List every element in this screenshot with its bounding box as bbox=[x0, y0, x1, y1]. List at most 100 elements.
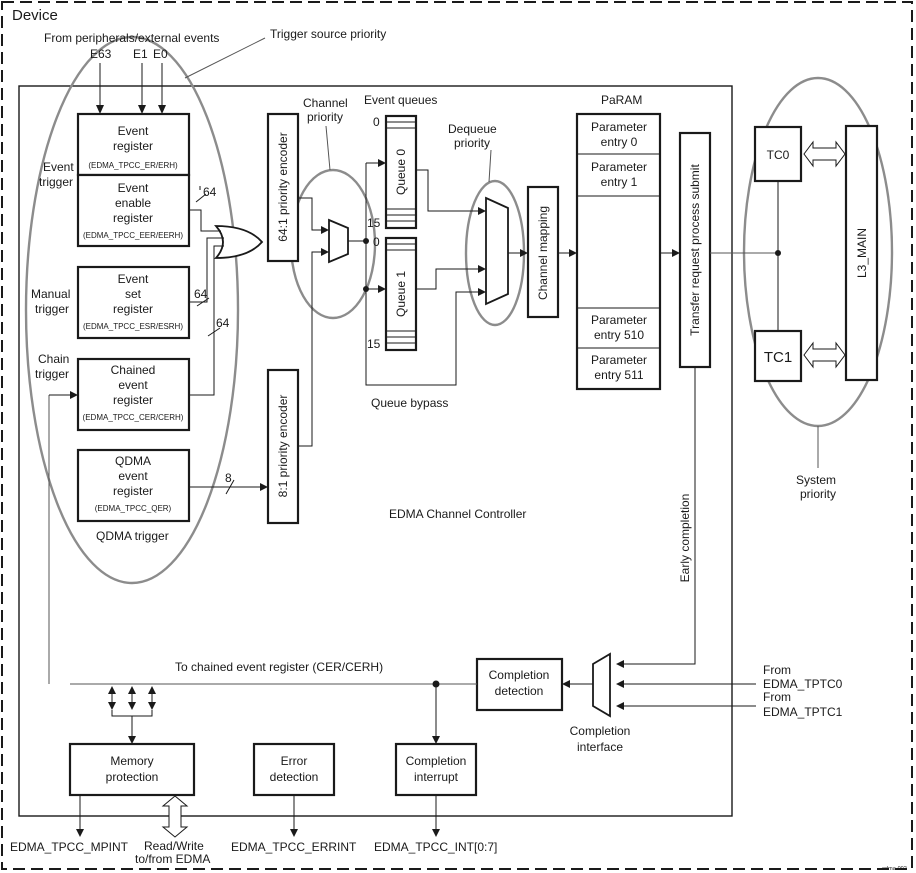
svg-text:detection: detection bbox=[270, 770, 319, 784]
event-set-register: Event set register (EDMA_TPCC_ESR/ESRH) bbox=[76, 265, 191, 340]
readwrite-label-1: Read/Write bbox=[144, 839, 204, 853]
event-register: Event register (EDMA_TPCC_ER/ERH) bbox=[76, 112, 191, 177]
queue0-top-index: 0 bbox=[373, 115, 380, 129]
error-detection-block: Error detection bbox=[252, 742, 336, 797]
queue0-bottom-index: 15 bbox=[367, 216, 381, 230]
completion-interrupt-block: Completion interrupt bbox=[394, 742, 478, 797]
channel-priority-label-1: Channel bbox=[303, 96, 348, 110]
external-events-heading: From peripherals/external events bbox=[44, 31, 219, 45]
svg-text:register: register bbox=[113, 393, 153, 407]
param-entry-510-line1: Parameter bbox=[591, 313, 647, 327]
svg-text:(EDMA_TPCC_ESR/ESRH): (EDMA_TPCC_ESR/ESRH) bbox=[83, 322, 183, 331]
svg-text:register: register bbox=[113, 302, 153, 316]
param-table bbox=[575, 112, 662, 391]
svg-text:interrupt: interrupt bbox=[414, 770, 459, 784]
trigger-source-priority-label: Trigger source priority bbox=[270, 27, 386, 41]
int-output-label: EDMA_TPCC_INT[0:7] bbox=[374, 840, 497, 854]
from-tptc1-line1: From bbox=[763, 690, 791, 704]
svg-text:TC0: TC0 bbox=[767, 148, 790, 162]
memory-protection-block: Memory protection bbox=[68, 742, 196, 797]
svg-text:enable: enable bbox=[115, 196, 151, 210]
chained-event-register: Chained event register (EDMA_TPCC_CER/CE… bbox=[76, 357, 191, 432]
svg-text:Event: Event bbox=[118, 181, 149, 195]
svg-text:event: event bbox=[118, 378, 148, 392]
qdma-trigger-label: QDMA trigger bbox=[96, 529, 169, 543]
param-entry-510-line2: entry 510 bbox=[594, 328, 644, 342]
svg-text:register: register bbox=[113, 139, 153, 153]
completion-interface-line1: Completion bbox=[570, 724, 631, 738]
param-entry-511-line2: entry 511 bbox=[594, 368, 643, 382]
svg-text:(EDMA_TPCC_ER/ERH): (EDMA_TPCC_ER/ERH) bbox=[88, 161, 178, 170]
qdma-event-register: QDMA event register (EDMA_TPCC_QER) bbox=[76, 448, 191, 523]
priority-encoder-64: 64:1 priority encoder bbox=[266, 112, 300, 263]
bus-width-cer: 64 bbox=[216, 316, 230, 330]
tc1-l3-arrow bbox=[803, 341, 846, 369]
channel-mapping-block: Channel mapping bbox=[526, 185, 560, 319]
queue-1: Queue 1 bbox=[384, 236, 418, 352]
l3-main-block: L3_MAIN bbox=[844, 124, 879, 382]
svg-text:Event: Event bbox=[118, 272, 149, 286]
event-queues-title: Event queues bbox=[364, 93, 437, 107]
chained-feedback-label: To chained event register (CER/CERH) bbox=[175, 660, 383, 674]
channel-priority-label-2: priority bbox=[307, 110, 343, 124]
svg-text:Queue 0: Queue 0 bbox=[394, 149, 408, 195]
event-e0-label: E0 bbox=[153, 47, 168, 61]
event-trigger-label-2: trigger bbox=[39, 175, 73, 189]
completion-detection-block: Completion detection bbox=[475, 657, 564, 712]
chain-trigger-label-1: Chain bbox=[38, 352, 69, 366]
manual-trigger-label-1: Manual bbox=[31, 287, 70, 301]
param-entry-0-line2: entry 0 bbox=[601, 135, 638, 149]
queue-0: Queue 0 bbox=[384, 114, 418, 230]
or-gate bbox=[214, 225, 264, 259]
trigger-source-priority-oval bbox=[24, 35, 240, 585]
priority-encoder-8: 8:1 priority encoder bbox=[266, 368, 300, 525]
svg-text:QDMA: QDMA bbox=[115, 454, 151, 468]
event-enable-register: Event enable register (EDMA_TPCC_EER/EER… bbox=[76, 173, 191, 248]
bus-width-eer: 64 bbox=[203, 185, 217, 199]
svg-text:64:1 priority encoder: 64:1 priority encoder bbox=[276, 132, 290, 241]
svg-text:L3_MAIN: L3_MAIN bbox=[855, 228, 869, 278]
svg-text:(EDMA_TPCC_CER/CERH): (EDMA_TPCC_CER/CERH) bbox=[83, 413, 184, 422]
svg-text:Completion: Completion bbox=[406, 754, 467, 768]
param-entry-1-line2: entry 1 bbox=[601, 175, 638, 189]
svg-text:register: register bbox=[113, 484, 153, 498]
svg-text:(EDMA_TPCC_EER/EERH): (EDMA_TPCC_EER/EERH) bbox=[83, 231, 183, 240]
chain-trigger-label-2: trigger bbox=[35, 367, 69, 381]
completion-interface-line2: interface bbox=[577, 740, 623, 754]
system-priority-label-2: priority bbox=[800, 487, 836, 501]
channel-priority-mux bbox=[328, 218, 349, 264]
dequeue-priority-label-1: Dequeue bbox=[448, 122, 497, 136]
event-e1-label: E1 bbox=[133, 47, 148, 61]
event-e63-label: E63 bbox=[90, 47, 112, 61]
svg-text:Queue 1: Queue 1 bbox=[394, 271, 408, 317]
device-label: Device bbox=[12, 7, 58, 24]
param-title: PaRAM bbox=[601, 93, 642, 107]
svg-text:Transfer request process submi: Transfer request process submit bbox=[688, 164, 702, 336]
svg-text:8:1 priority encoder: 8:1 priority encoder bbox=[276, 395, 290, 498]
tc0-block: TC0 bbox=[753, 125, 803, 183]
from-tptc1-line2: EDMA_TPTC1 bbox=[763, 705, 843, 719]
svg-text:detection: detection bbox=[495, 684, 544, 698]
svg-text:(EDMA_TPCC_QER): (EDMA_TPCC_QER) bbox=[95, 504, 172, 513]
svg-text:Event: Event bbox=[118, 124, 149, 138]
dequeue-priority-label-2: priority bbox=[454, 136, 490, 150]
svg-text:TC1: TC1 bbox=[764, 349, 792, 366]
from-tptc0-line1: From bbox=[763, 663, 791, 677]
bus-width-qer: 8 bbox=[225, 471, 232, 485]
queue-bypass-label: Queue bypass bbox=[371, 396, 448, 410]
param-entry-1-line1: Parameter bbox=[591, 160, 647, 174]
from-tptc0-line2: EDMA_TPTC0 bbox=[763, 677, 843, 691]
manual-trigger-label-2: trigger bbox=[35, 302, 69, 316]
queue1-bottom-index: 15 bbox=[367, 337, 381, 351]
svg-text:Error: Error bbox=[281, 754, 308, 768]
tc1-block: TC1 bbox=[753, 329, 803, 383]
edma-channel-controller-label: EDMA Channel Controller bbox=[389, 507, 526, 521]
readwrite-label-2: to/from EDMA bbox=[135, 852, 210, 866]
event-trigger-label-1: Event bbox=[43, 160, 74, 174]
svg-text:register: register bbox=[113, 211, 153, 225]
completion-interface-mux bbox=[592, 652, 611, 718]
svg-text:Chained: Chained bbox=[111, 363, 156, 377]
mpint-output-label: EDMA_TPCC_MPINT bbox=[10, 840, 129, 854]
